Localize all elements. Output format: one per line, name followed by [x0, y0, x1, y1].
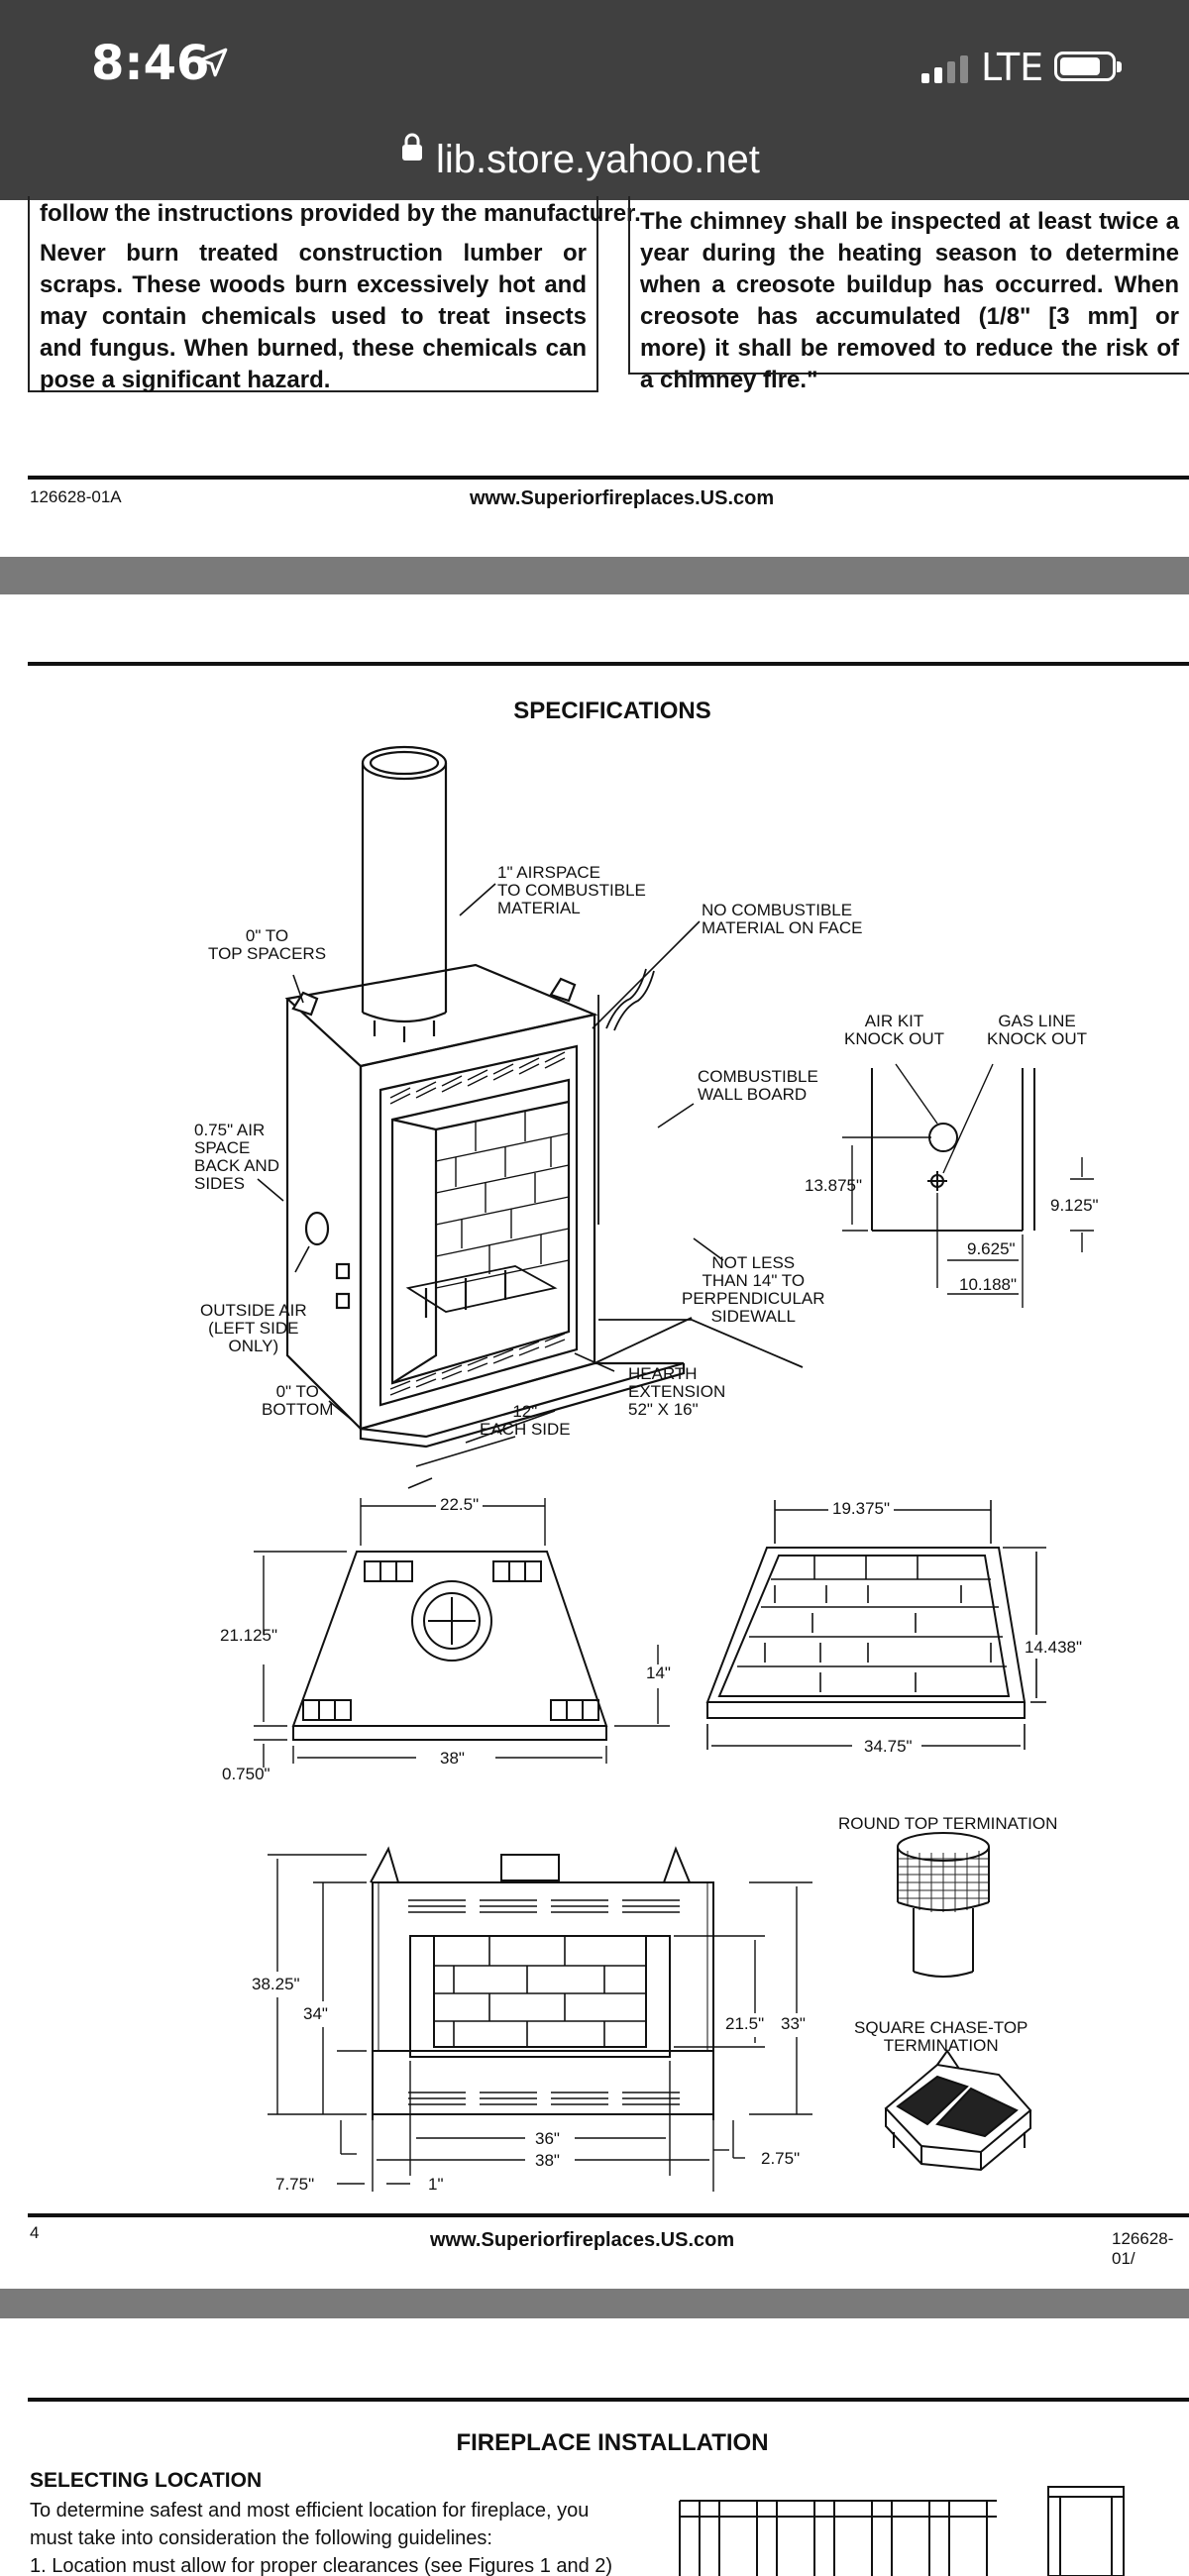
header-rule [28, 2398, 1189, 2402]
dim-38a: 38" [440, 1749, 465, 1768]
dim-9625: 9.625" [967, 1239, 1016, 1258]
page-gap [0, 557, 1189, 594]
round-top-termination-drawing [897, 1832, 990, 1978]
status-time: 8:46 [91, 36, 210, 91]
dim-9125: 9.125" [1050, 1196, 1099, 1215]
dim-34: 34" [303, 2004, 328, 2023]
warning-box-left: follow the instructions provided by the … [28, 196, 641, 393]
dim-775: 7.75" [275, 2175, 315, 2194]
battery-icon [1054, 52, 1122, 81]
warning-left-top: follow the instructions provided by the … [40, 200, 641, 227]
section-title: FIREPLACE INSTALLATION [456, 2429, 769, 2456]
top-view-drawing [254, 1498, 670, 1768]
footer-code: 126628-01A [30, 487, 122, 506]
label-airspace: 1" AIRSPACE TO COMBUSTIBLE MATERIAL [497, 863, 646, 917]
dim-14438: 14.438" [1025, 1638, 1083, 1657]
dim-3825: 38.25" [252, 1975, 300, 1993]
warning-box-right: The chimney shall be inspected at least … [628, 196, 1189, 393]
document-page-3: follow the instructions provided by the … [0, 196, 1189, 557]
dim-36: 36" [535, 2129, 560, 2148]
dim-225: 22.5" [436, 1496, 484, 1514]
footer-code: 126628-01/ [1112, 2229, 1174, 2268]
section-title: SPECIFICATIONS [513, 698, 711, 724]
dim-19375: 19.375" [828, 1500, 895, 1518]
dim-14: 14" [646, 1664, 671, 1682]
label-not-less: NOT LESS THAN 14" TO PERPENDICULAR SIDEW… [682, 1253, 825, 1326]
dim-33: 33" [781, 2014, 806, 2033]
label-air-space-back: 0.75" AIR SPACE BACK AND SIDES [194, 1121, 279, 1193]
fireplace-isometric-drawing [284, 745, 804, 1449]
browser-address-bar[interactable]: lib.store.yahoo.net [0, 119, 1189, 200]
dim-275: 2.75" [761, 2149, 801, 2168]
warning-left-body: Never burn treated construction lumber o… [40, 240, 587, 393]
list-item-1: 1. Location must allow for proper cleara… [30, 2555, 613, 2576]
status-bar: 8:46 LTE [0, 0, 1189, 119]
front-elevation-drawing [268, 1846, 812, 2192]
dim-21125: 21.125" [220, 1626, 278, 1645]
subsection-title: SELECTING LOCATION [30, 2469, 263, 2492]
body-text: To determine safest and most efficient l… [30, 2500, 590, 2549]
dim-38b: 38" [535, 2151, 560, 2170]
label-outside-air: OUTSIDE AIR (LEFT SIDE ONLY) [200, 1301, 307, 1355]
dim-10188: 10.188" [959, 1275, 1018, 1294]
label-square-chase: SQUARE CHASE-TOP TERMINATION [854, 2018, 1028, 2055]
page-gap [0, 2289, 1189, 2318]
lock-icon [402, 133, 422, 161]
label-top-spacers: 0" TO TOP SPACERS [208, 926, 327, 963]
dim-13875: 13.875" [805, 1176, 863, 1195]
header-rule [28, 662, 1189, 666]
footer-url[interactable]: www.Superiorfireplaces.US.com [430, 2229, 735, 2251]
brick-top-view-drawing [705, 1500, 1046, 1750]
document-page-5: FIREPLACE INSTALLATION SELECTING LOCATIO… [0, 2318, 1189, 2576]
url-text[interactable]: lib.store.yahoo.net [436, 138, 760, 181]
knockout-detail-drawing [842, 1063, 1094, 1308]
footer-page-number: 4 [30, 2223, 40, 2242]
footer-url[interactable]: www.Superiorfireplaces.US.com [470, 487, 775, 509]
footer-rule [28, 476, 1189, 480]
dim-215: 21.5" [725, 2014, 765, 2033]
network-type: LTE [981, 46, 1044, 89]
label-each-side: 12" EACH SIDE [480, 1402, 571, 1439]
label-gas-line: GAS LINE KNOCK OUT [987, 1012, 1088, 1048]
dim-3475: 34.75" [864, 1737, 913, 1756]
label-round-top: ROUND TOP TERMINATION [838, 1814, 1058, 1833]
square-chase-top-drawing [884, 2049, 1032, 2172]
label-combustible-wall: COMBUSTIBLE WALL BOARD [698, 1067, 818, 1104]
label-air-kit: AIR KIT KNOCK OUT [844, 1012, 945, 1048]
warning-right-body: The chimney shall be inspected at least … [640, 208, 1179, 393]
footer-rule [28, 2213, 1189, 2217]
framing-diagram [679, 2486, 1125, 2576]
label-hearth: HEARTH EXTENSION 52" X 16" [628, 1364, 726, 1419]
dim-0750: 0.750" [222, 1765, 270, 1783]
label-no-combustible: NO COMBUSTIBLE MATERIAL ON FACE [702, 901, 863, 937]
cellular-signal-icon [921, 55, 968, 83]
label-bottom: 0" TO BOTTOM [262, 1382, 334, 1419]
dim-1: 1" [428, 2175, 444, 2194]
location-arrow-icon [198, 48, 228, 77]
document-page-4: SPECIFICATIONS [0, 594, 1189, 2289]
